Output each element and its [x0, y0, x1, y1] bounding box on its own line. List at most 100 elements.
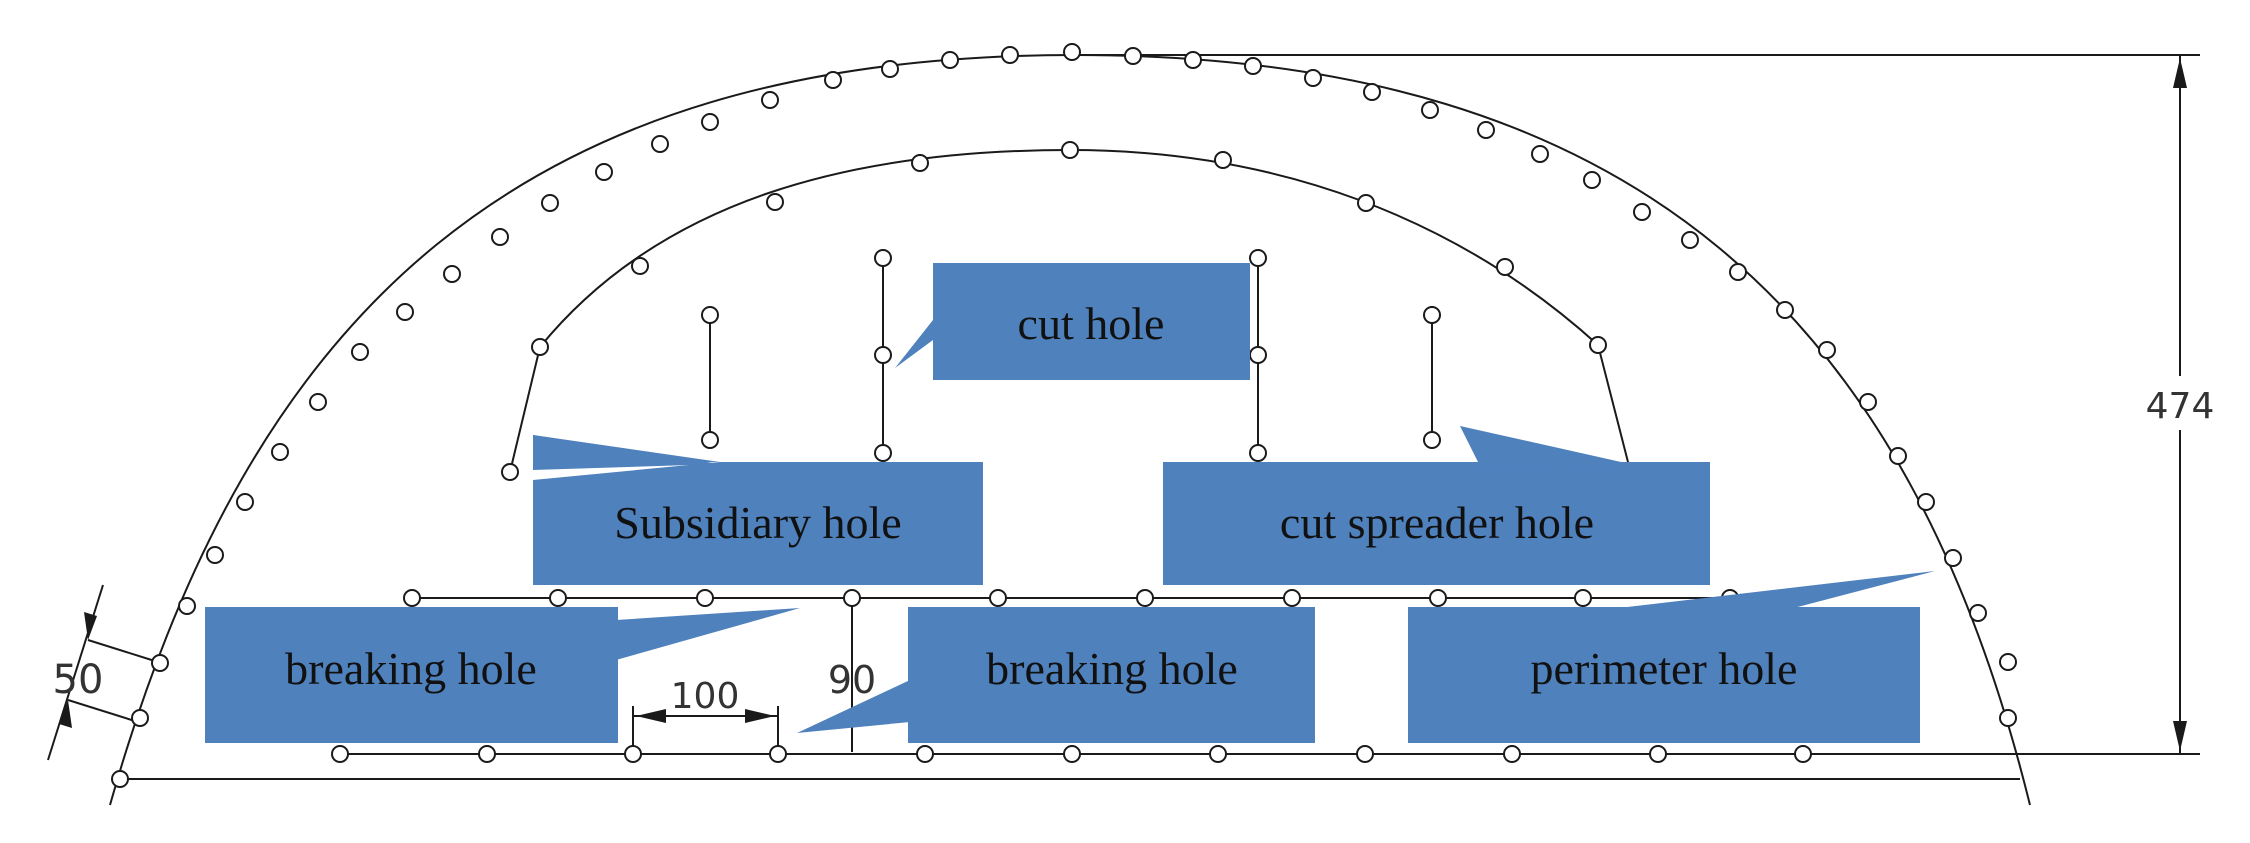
- perimeter-hole-marker: [881, 60, 899, 78]
- row-spacing-label: 90: [828, 658, 876, 702]
- height-dimension-label: 474: [2146, 386, 2215, 427]
- perimeter-hole-marker: [651, 135, 669, 153]
- breaking-hole-left-callout: breaking hole: [205, 607, 800, 743]
- breaking-hole-marker: [549, 589, 567, 607]
- breaking-hole-marker: [1794, 745, 1812, 763]
- perimeter-hole-marker: [1776, 301, 1794, 319]
- contour-hole-marker: [766, 193, 784, 211]
- contour-hole-marker: [1589, 336, 1607, 354]
- perimeter-hole-marker: [1681, 231, 1699, 249]
- perimeter-hole-marker: [1859, 393, 1877, 411]
- perimeter-hole-marker: [1184, 51, 1202, 69]
- perimeter-hole-marker: [178, 597, 196, 615]
- perimeter-hole-marker: [1944, 549, 1962, 567]
- perimeter-hole-marker: [396, 303, 414, 321]
- perimeter-hole-marker: [595, 163, 613, 181]
- breaking-hole-marker: [403, 589, 421, 607]
- perimeter-hole-marker: [1001, 46, 1019, 64]
- perimeter-hole-marker: [824, 71, 842, 89]
- perimeter-hole-marker: [236, 493, 254, 511]
- cut-spreader-hole-label: cut spreader hole: [1280, 497, 1594, 548]
- perimeter-hole-marker: [271, 443, 289, 461]
- contour-hole-marker: [911, 154, 929, 172]
- perimeter-hole-marker: [1999, 709, 2017, 727]
- hole-layer: [111, 43, 2017, 788]
- perimeter-hole-marker: [1729, 263, 1747, 281]
- breaking-hole-marker: [769, 745, 787, 763]
- perimeter-hole-marker: [1889, 447, 1907, 465]
- cut-hole-marker: [701, 431, 719, 449]
- perimeter-hole-marker: [1304, 69, 1322, 87]
- breaking-hole-marker: [696, 589, 714, 607]
- breaking-hole-marker: [1283, 589, 1301, 607]
- perimeter-hole-marker: [1531, 145, 1549, 163]
- breaking-hole-marker: [478, 745, 496, 763]
- subsidiary-hole-label: Subsidiary hole: [614, 497, 901, 548]
- offset-arrow-upper: [84, 612, 97, 640]
- offset-ext-lower: [67, 699, 139, 723]
- cut-hole-label: cut hole: [1018, 298, 1165, 349]
- perimeter-hole-marker: [1477, 121, 1495, 139]
- contour-hole-marker: [1061, 141, 1079, 159]
- spacing-arrow-right: [745, 709, 775, 723]
- cut-hole-marker: [1249, 444, 1267, 462]
- cut-hole-marker: [874, 346, 892, 364]
- breaking-hole-marker: [1209, 745, 1227, 763]
- perimeter-hole-marker: [1969, 604, 1987, 622]
- spacing-label: 100: [671, 676, 740, 717]
- perimeter-hole-marker: [443, 265, 461, 283]
- breaking-hole-left-label: breaking hole: [285, 643, 537, 694]
- perimeter-hole-marker: [131, 709, 149, 727]
- perimeter-hole-marker: [1244, 57, 1262, 75]
- perimeter-hole-marker: [1917, 493, 1935, 511]
- breaking-hole-marker: [916, 745, 934, 763]
- subsidiary-hole-callout: Subsidiary hole: [533, 435, 983, 585]
- perimeter-hole-marker: [1063, 43, 1081, 61]
- cut-hole-marker: [874, 444, 892, 462]
- contour-hole-marker: [531, 338, 549, 356]
- breaking-hole-marker: [989, 589, 1007, 607]
- perimeter-hole-callout: perimeter hole: [1408, 571, 1935, 743]
- breaking-hole-marker: [624, 745, 642, 763]
- breaking-hole-center-label: breaking hole: [986, 643, 1238, 694]
- cut-hole-marker: [701, 306, 719, 324]
- offset-arrow-lower: [59, 700, 72, 728]
- cut-hole-marker: [1423, 431, 1441, 449]
- contour-hole-marker: [501, 463, 519, 481]
- perimeter-hole-marker: [941, 51, 959, 69]
- cut-hole-marker: [1423, 306, 1441, 324]
- contour-hole-marker: [1357, 194, 1375, 212]
- breaking-hole-marker: [1429, 589, 1447, 607]
- perimeter-hole-marker: [111, 770, 129, 788]
- contour-hole-marker: [1496, 258, 1514, 276]
- perimeter-hole-marker: [1818, 341, 1836, 359]
- breaking-hole-marker: [1356, 745, 1374, 763]
- perimeter-hole-marker: [1421, 101, 1439, 119]
- perimeter-hole-marker: [1999, 653, 2017, 671]
- cut-spreader-hole-callout: cut spreader hole: [1163, 426, 1710, 585]
- perimeter-hole-marker: [309, 393, 327, 411]
- breaking-hole-marker: [1649, 745, 1667, 763]
- perimeter-hole-marker: [1124, 47, 1142, 65]
- contour-hole-marker: [631, 257, 649, 275]
- breaking-hole-marker: [331, 745, 349, 763]
- offset-ext-upper: [87, 639, 159, 663]
- cut-hole-marker: [1249, 249, 1267, 267]
- perimeter-hole-marker: [491, 228, 509, 246]
- perimeter-hole-marker: [151, 654, 169, 672]
- perimeter-hole-marker: [351, 343, 369, 361]
- offset-label: 50: [53, 657, 104, 703]
- perimeter-hole-marker: [1583, 171, 1601, 189]
- breaking-hole-marker: [1136, 589, 1154, 607]
- perimeter-hole-marker: [1363, 83, 1381, 101]
- breaking-hole-marker: [1503, 745, 1521, 763]
- perimeter-hole-marker: [1633, 203, 1651, 221]
- cut-hole-callout: cut hole: [895, 263, 1250, 380]
- perimeter-hole-label: perimeter hole: [1531, 643, 1798, 694]
- offset-dimension-line: [47, 584, 104, 761]
- cut-hole-marker: [1249, 346, 1267, 364]
- perimeter-hole-marker: [761, 91, 779, 109]
- breaking-hole-marker: [1063, 745, 1081, 763]
